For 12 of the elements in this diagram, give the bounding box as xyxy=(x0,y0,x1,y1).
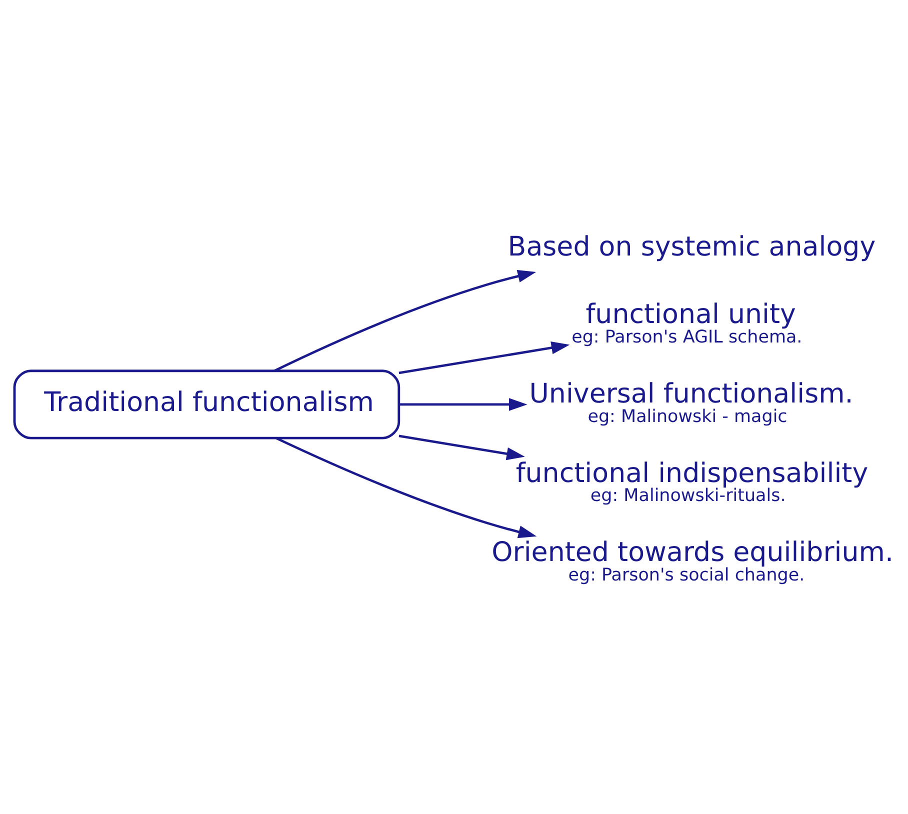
node-text: Oriented towards equilibrium. xyxy=(492,536,894,568)
arrow xyxy=(398,398,528,410)
node-text: functional indispensability xyxy=(516,457,868,488)
node-text: functional unity xyxy=(586,298,796,330)
node-label: eg: Malinowski - magic xyxy=(588,406,788,426)
arrow xyxy=(274,269,536,372)
arrow xyxy=(398,340,570,374)
node-box: Traditional functionalism xyxy=(13,369,400,439)
arrow xyxy=(276,436,537,538)
node-text: Universal functionalism. xyxy=(529,378,854,409)
node-text: Based on systemic analogy xyxy=(508,230,876,262)
arrow xyxy=(398,434,525,460)
